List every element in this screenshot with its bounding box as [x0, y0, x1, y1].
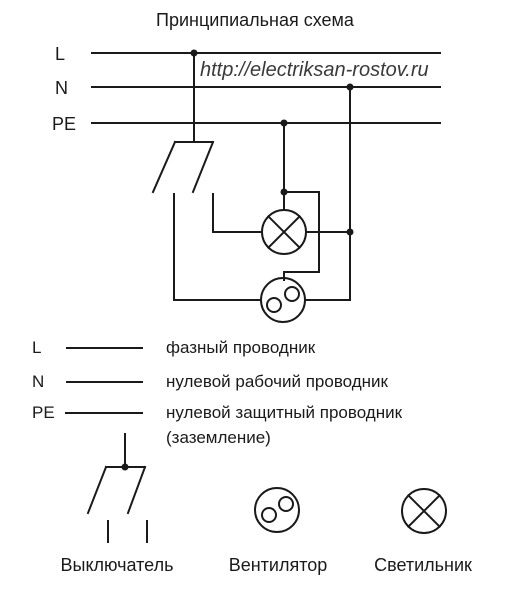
schematic-switch: [151, 52, 215, 194]
wire-n-down: [305, 86, 351, 301]
caption-switch: Выключатель: [61, 555, 174, 575]
legend-code-n: N: [32, 372, 44, 391]
caption-fan: Вентилятор: [229, 555, 328, 575]
legend-row-l: L фазный проводник: [32, 338, 316, 357]
wire-pe-loop: [283, 191, 320, 281]
legend-row-pe: PE нулевой защитный проводник (заземлени…: [32, 403, 403, 447]
schematic-fan: [260, 277, 306, 323]
watermark-url: http://electriksan-rostov.ru: [200, 59, 429, 81]
legend-code-pe: PE: [32, 403, 55, 422]
wire-switch-to-fan: [173, 193, 261, 301]
symbol-fan: [254, 487, 300, 533]
legend-row-n: N нулевой рабочий проводник: [32, 372, 389, 391]
bus-label-n: N: [55, 78, 68, 98]
legend-text-l: фазный проводник: [166, 338, 316, 357]
legend-text-n: нулевой рабочий проводник: [166, 372, 389, 391]
wire-switch-to-lamp: [212, 193, 263, 233]
symbol-lamp: [401, 488, 447, 534]
legend-text-pe: нулевой защитный проводник: [166, 403, 403, 422]
schematic-lamp: [261, 209, 307, 255]
caption-lamp: Светильник: [374, 555, 472, 575]
symbol-switch: [86, 433, 148, 543]
bus-label-l: L: [55, 44, 65, 64]
legend-code-l: L: [32, 338, 41, 357]
diagram-title: Принципиальная схема: [156, 10, 355, 30]
legend-text-pe-note: (заземление): [166, 428, 271, 447]
bus-label-pe: PE: [52, 114, 76, 134]
